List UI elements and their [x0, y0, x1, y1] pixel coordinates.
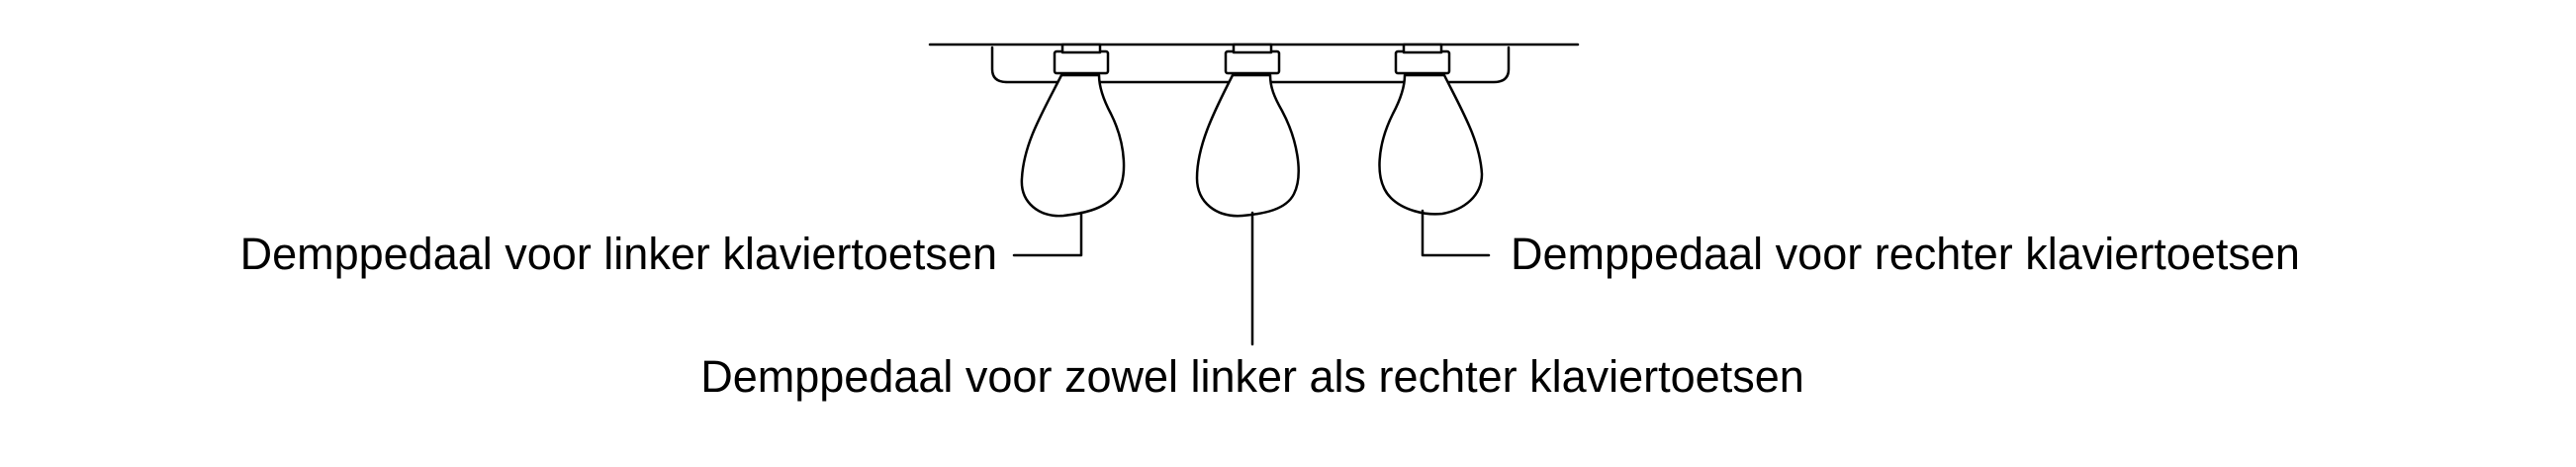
right-leader-line — [1421, 209, 1491, 257]
left-pedal — [1020, 43, 1126, 218]
center-pedal — [1195, 43, 1300, 218]
left-leader-line — [1012, 211, 1083, 257]
center-pedal-label: Demppedaal voor zowel linker als rechter… — [700, 351, 1804, 402]
right-pedal-label: Demppedaal voor rechter klaviertoetsen — [1511, 229, 2300, 279]
left-pedal-label: Demppedaal voor linker klaviertoetsen — [240, 229, 997, 279]
right-pedal — [1378, 43, 1484, 216]
